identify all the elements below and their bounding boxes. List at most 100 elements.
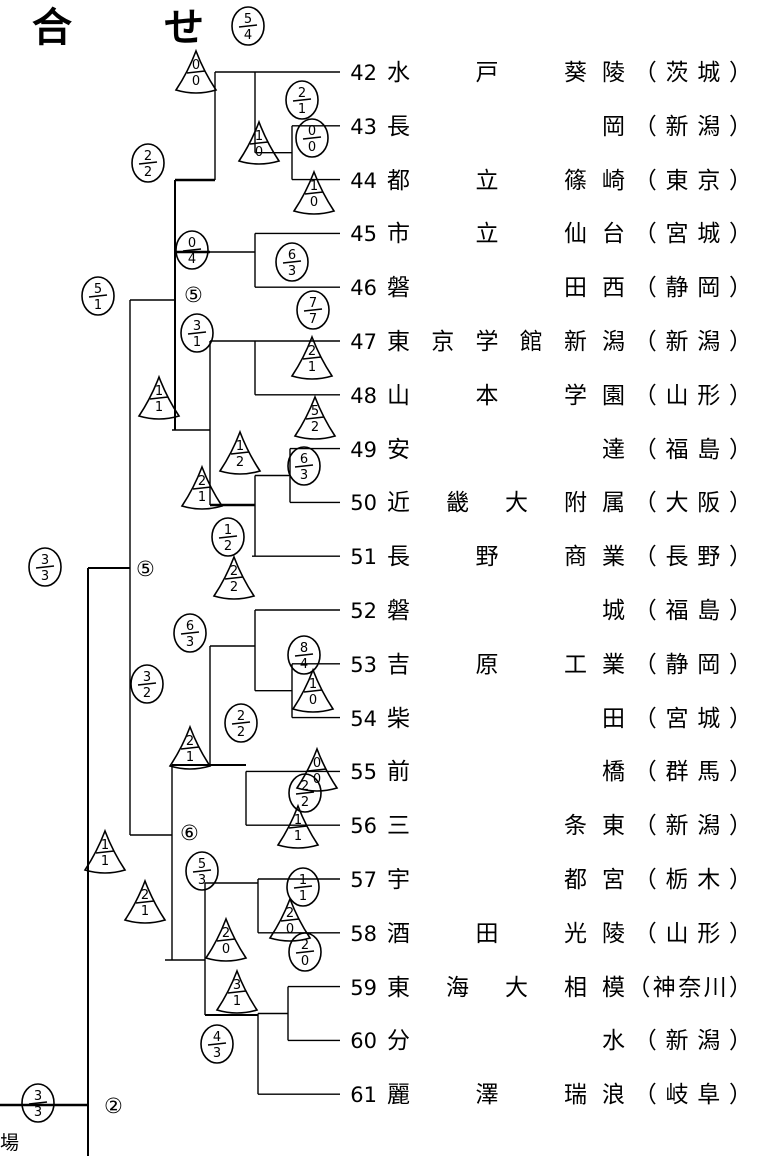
score-top: 1 xyxy=(224,523,232,538)
score-bottom: 0 xyxy=(192,74,200,89)
score-top: 2 xyxy=(301,938,309,953)
score-circle-annotation: 84 xyxy=(287,635,321,675)
score-bottom: 1 xyxy=(233,994,241,1009)
score-top: 5 xyxy=(94,282,102,297)
score-circle-annotation: 22 xyxy=(288,773,322,813)
team-num: 60 xyxy=(350,1029,377,1054)
score-top: 0 xyxy=(313,756,321,771)
score-top: 8 xyxy=(300,641,308,656)
team-name: 山本学 xyxy=(387,382,587,409)
team-pref: 崎（東京） xyxy=(602,167,752,194)
team-num: 52 xyxy=(350,599,377,623)
score-bottom: 4 xyxy=(188,252,196,267)
score-bottom: 0 xyxy=(301,954,309,969)
score-top: 3 xyxy=(233,978,241,993)
score-bottom: 1 xyxy=(299,889,307,904)
score-top: 1 xyxy=(309,677,317,692)
score-triangle-annotation: 20 xyxy=(204,916,248,962)
team-num: 45 xyxy=(350,222,377,247)
score-triangle-annotation: 21 xyxy=(168,724,212,770)
score-top: 2 xyxy=(198,474,206,489)
score-bottom: 1 xyxy=(298,102,306,117)
team-pref: 属（大阪） xyxy=(602,490,752,517)
page-title: 合 せ xyxy=(32,5,230,51)
score-bottom: 2 xyxy=(230,580,238,595)
team-name: 長野商 xyxy=(387,544,587,571)
score-bottom: 1 xyxy=(294,829,302,844)
team-pref: 台（宮城） xyxy=(602,221,752,248)
team-num: 56 xyxy=(350,814,377,839)
court-marker: ⑤ xyxy=(184,283,203,307)
team-num: 53 xyxy=(350,652,377,677)
team-num: 58 xyxy=(350,921,377,946)
score-top: 3 xyxy=(34,1089,42,1104)
score-top: 2 xyxy=(230,564,238,579)
score-top: 7 xyxy=(309,296,317,311)
score-bottom: 2 xyxy=(144,165,152,180)
score-bottom: 1 xyxy=(101,854,109,869)
score-top: 3 xyxy=(143,670,151,685)
score-circle-annotation: 53 xyxy=(185,851,219,891)
team-pref: 西（静岡） xyxy=(602,275,752,302)
score-top: 2 xyxy=(144,149,152,164)
score-circle-annotation: 12 xyxy=(211,517,245,557)
team-name: 水戸葵 xyxy=(387,60,587,86)
score-bottom: 3 xyxy=(41,569,49,584)
score-circle-annotation: 20 xyxy=(288,932,322,972)
team-pref: 東（新潟） xyxy=(602,813,752,840)
team-name: 酒田光 xyxy=(387,920,587,947)
team-name: 長 xyxy=(387,113,410,140)
score-circle-annotation: 22 xyxy=(224,703,258,743)
score-bottom: 0 xyxy=(308,140,316,155)
team-num: 44 xyxy=(350,168,377,193)
team-num: 48 xyxy=(350,383,377,408)
score-bottom: 7 xyxy=(309,312,317,327)
team-num: 57 xyxy=(350,868,377,892)
team-num: 46 xyxy=(350,276,377,301)
score-bottom: 3 xyxy=(186,635,194,650)
score-top: 0 xyxy=(188,236,196,251)
score-triangle-annotation: 11 xyxy=(83,828,127,874)
score-circle-annotation: 22 xyxy=(131,143,165,183)
score-top: 2 xyxy=(301,779,309,794)
score-bottom: 2 xyxy=(224,539,232,554)
team-num: 61 xyxy=(350,1083,377,1108)
score-circle-annotation: 11 xyxy=(286,867,320,907)
score-bottom: 4 xyxy=(300,657,308,672)
team-pref: 宮（栃木） xyxy=(602,867,752,893)
score-triangle-annotation: 11 xyxy=(137,374,181,420)
score-top: 2 xyxy=(298,86,306,101)
score-bottom: 2 xyxy=(237,725,245,740)
score-top: 1 xyxy=(299,873,307,888)
score-triangle-annotation: 22 xyxy=(212,554,256,600)
team-pref: 橋（群馬） xyxy=(602,759,752,786)
score-circle-annotation: 63 xyxy=(287,446,321,486)
score-bottom: 3 xyxy=(34,1105,42,1120)
team-num: 59 xyxy=(350,975,377,1000)
score-triangle-annotation: 21 xyxy=(123,878,167,924)
score-triangle-annotation: 21 xyxy=(290,334,334,380)
score-top: 6 xyxy=(186,619,194,634)
score-circle-annotation: 63 xyxy=(173,613,207,653)
score-bottom: 1 xyxy=(198,490,206,505)
team-pref: 模（神奈川） xyxy=(602,974,752,1001)
score-top: 3 xyxy=(193,319,201,334)
score-top: 5 xyxy=(311,404,319,419)
score-triangle-annotation: 52 xyxy=(293,394,337,440)
team-pref: 業（長野） xyxy=(602,544,752,571)
score-triangle-annotation: 20 xyxy=(268,896,312,942)
team-num: 43 xyxy=(350,114,377,139)
score-bottom: 3 xyxy=(198,873,206,888)
score-top: 3 xyxy=(41,553,49,568)
score-bottom: 1 xyxy=(141,904,149,919)
team-num: 55 xyxy=(350,760,377,785)
score-circle-annotation: 63 xyxy=(275,242,309,282)
